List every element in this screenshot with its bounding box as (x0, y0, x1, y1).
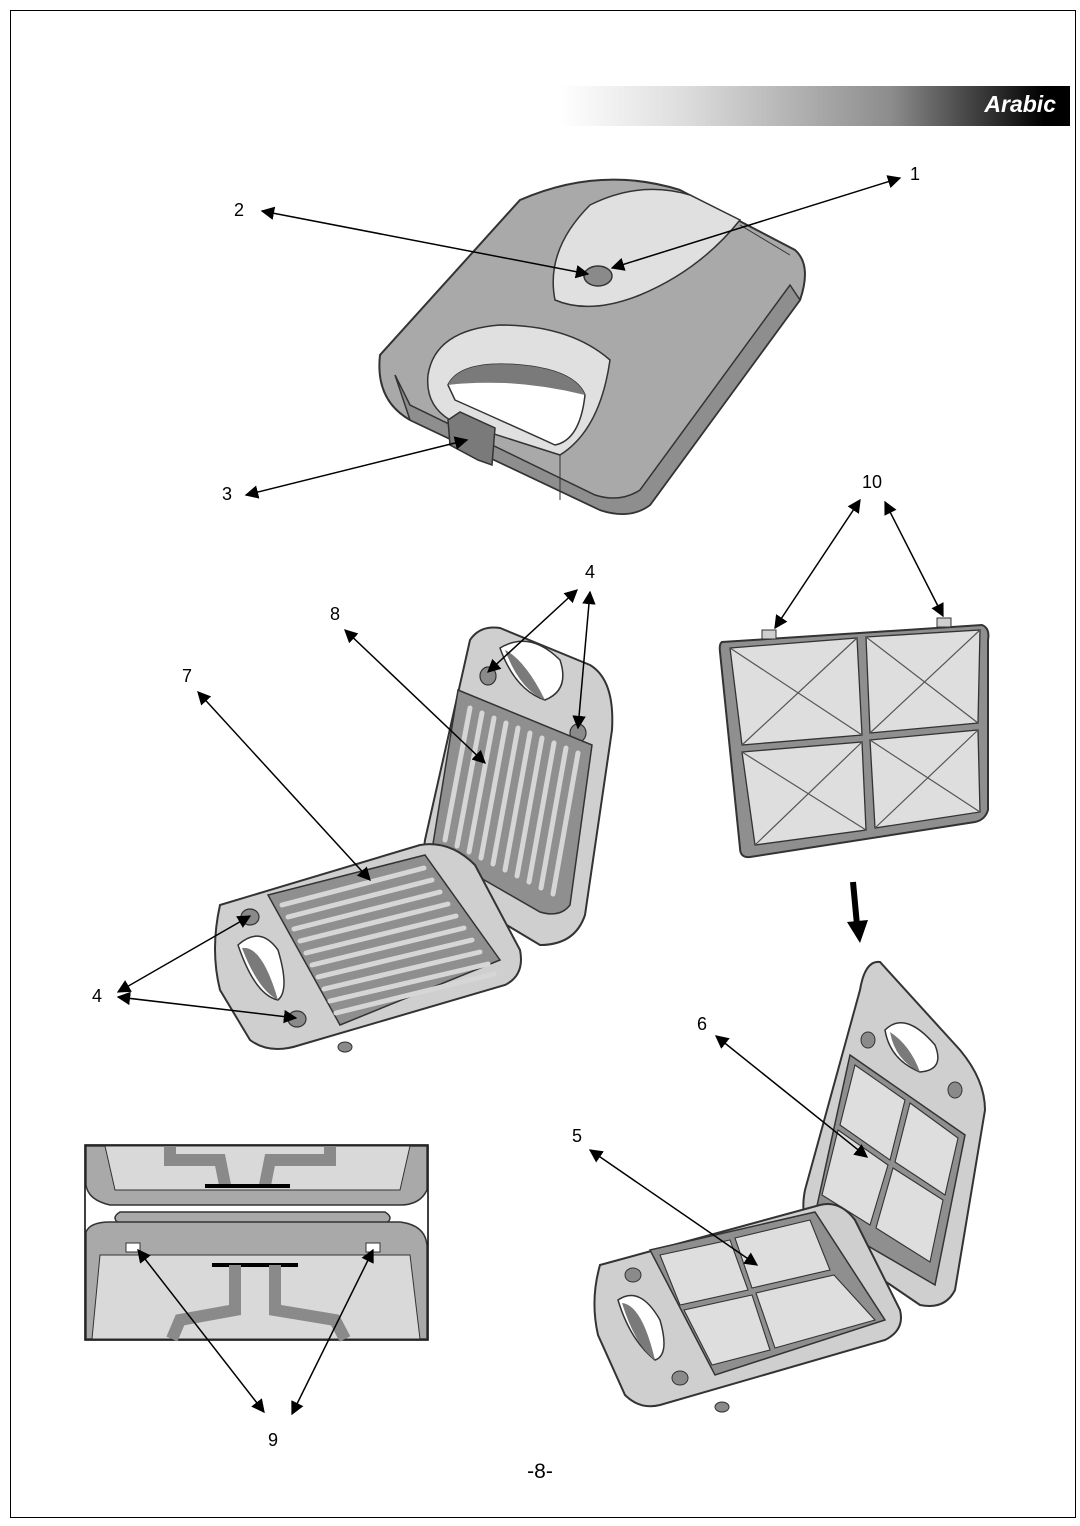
page-frame (10, 10, 1076, 1518)
closed-appliance-illustration (378, 178, 806, 515)
callout-4-top: 4 (585, 562, 595, 582)
language-header-band: Arabic (560, 86, 1070, 126)
callout-2: 2 (234, 200, 244, 220)
hinge-detail-illustration (84, 1144, 429, 1342)
page-number: -8- (527, 1460, 553, 1483)
callout-1: 1 (910, 164, 920, 184)
open-appliance-sandwich-illustration (593, 960, 987, 1413)
lower-grill-plate (266, 854, 502, 1026)
callout-10: 10 (862, 472, 882, 492)
callout-6: 6 (697, 1014, 707, 1034)
power-indicator-light (583, 265, 613, 287)
callout-5: 5 (572, 1126, 582, 1146)
callout-8: 8 (330, 604, 340, 624)
language-label: Arabic (984, 91, 1056, 117)
open-appliance-grill-illustration (214, 626, 614, 1053)
sandwich-plate-illustration (718, 617, 990, 859)
callout-9: 9 (268, 1430, 278, 1450)
callout-7: 7 (182, 666, 192, 686)
callout-3: 3 (222, 484, 232, 504)
callout-4-bottom: 4 (92, 986, 102, 1006)
insert-plate-arrow (847, 881, 868, 943)
